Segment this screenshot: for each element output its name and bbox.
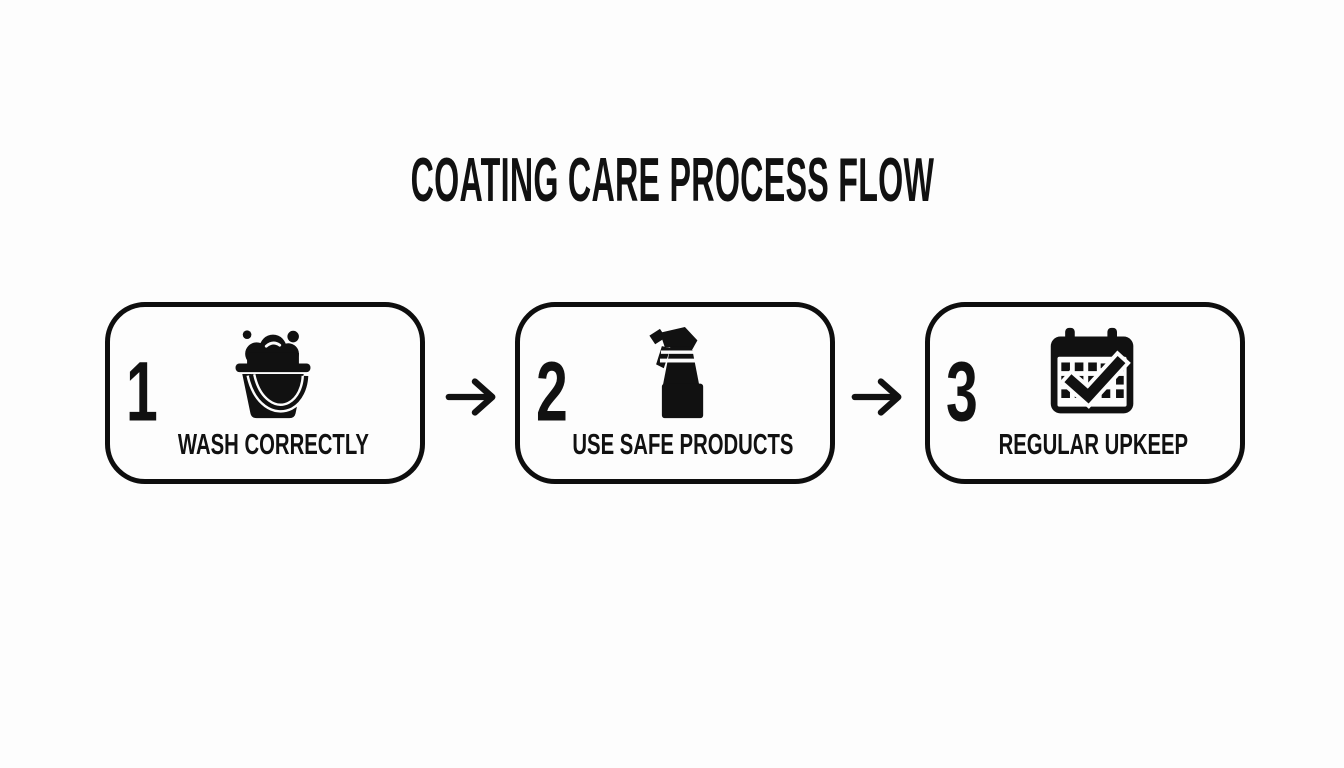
arrow-right-icon: [443, 376, 501, 418]
step-number: 1: [126, 344, 158, 439]
step-label: USE SAFE PRODUCTS: [572, 429, 794, 461]
step-content: USE SAFE PRODUCTS: [520, 307, 830, 479]
bucket-suds-icon: [225, 326, 321, 422]
step-number: 2: [536, 344, 568, 439]
arrow-right-icon: [849, 376, 907, 418]
spray-bottle-icon: [635, 326, 731, 422]
step-content: WASH CORRECTLY: [110, 307, 420, 479]
step-box-upkeep: 3: [925, 302, 1245, 484]
step-box-wash: 1: [105, 302, 425, 484]
step-number: 3: [946, 344, 978, 439]
step-content: REGULAR UPKEEP: [930, 307, 1240, 479]
page-title: COATING CARE PROCESS FLOW: [410, 146, 934, 215]
step-label: REGULAR UPKEEP: [998, 429, 1188, 461]
step-box-products: 2: [515, 302, 835, 484]
step-label: WASH CORRECTLY: [177, 429, 369, 461]
calendar-check-icon: [1045, 326, 1141, 422]
